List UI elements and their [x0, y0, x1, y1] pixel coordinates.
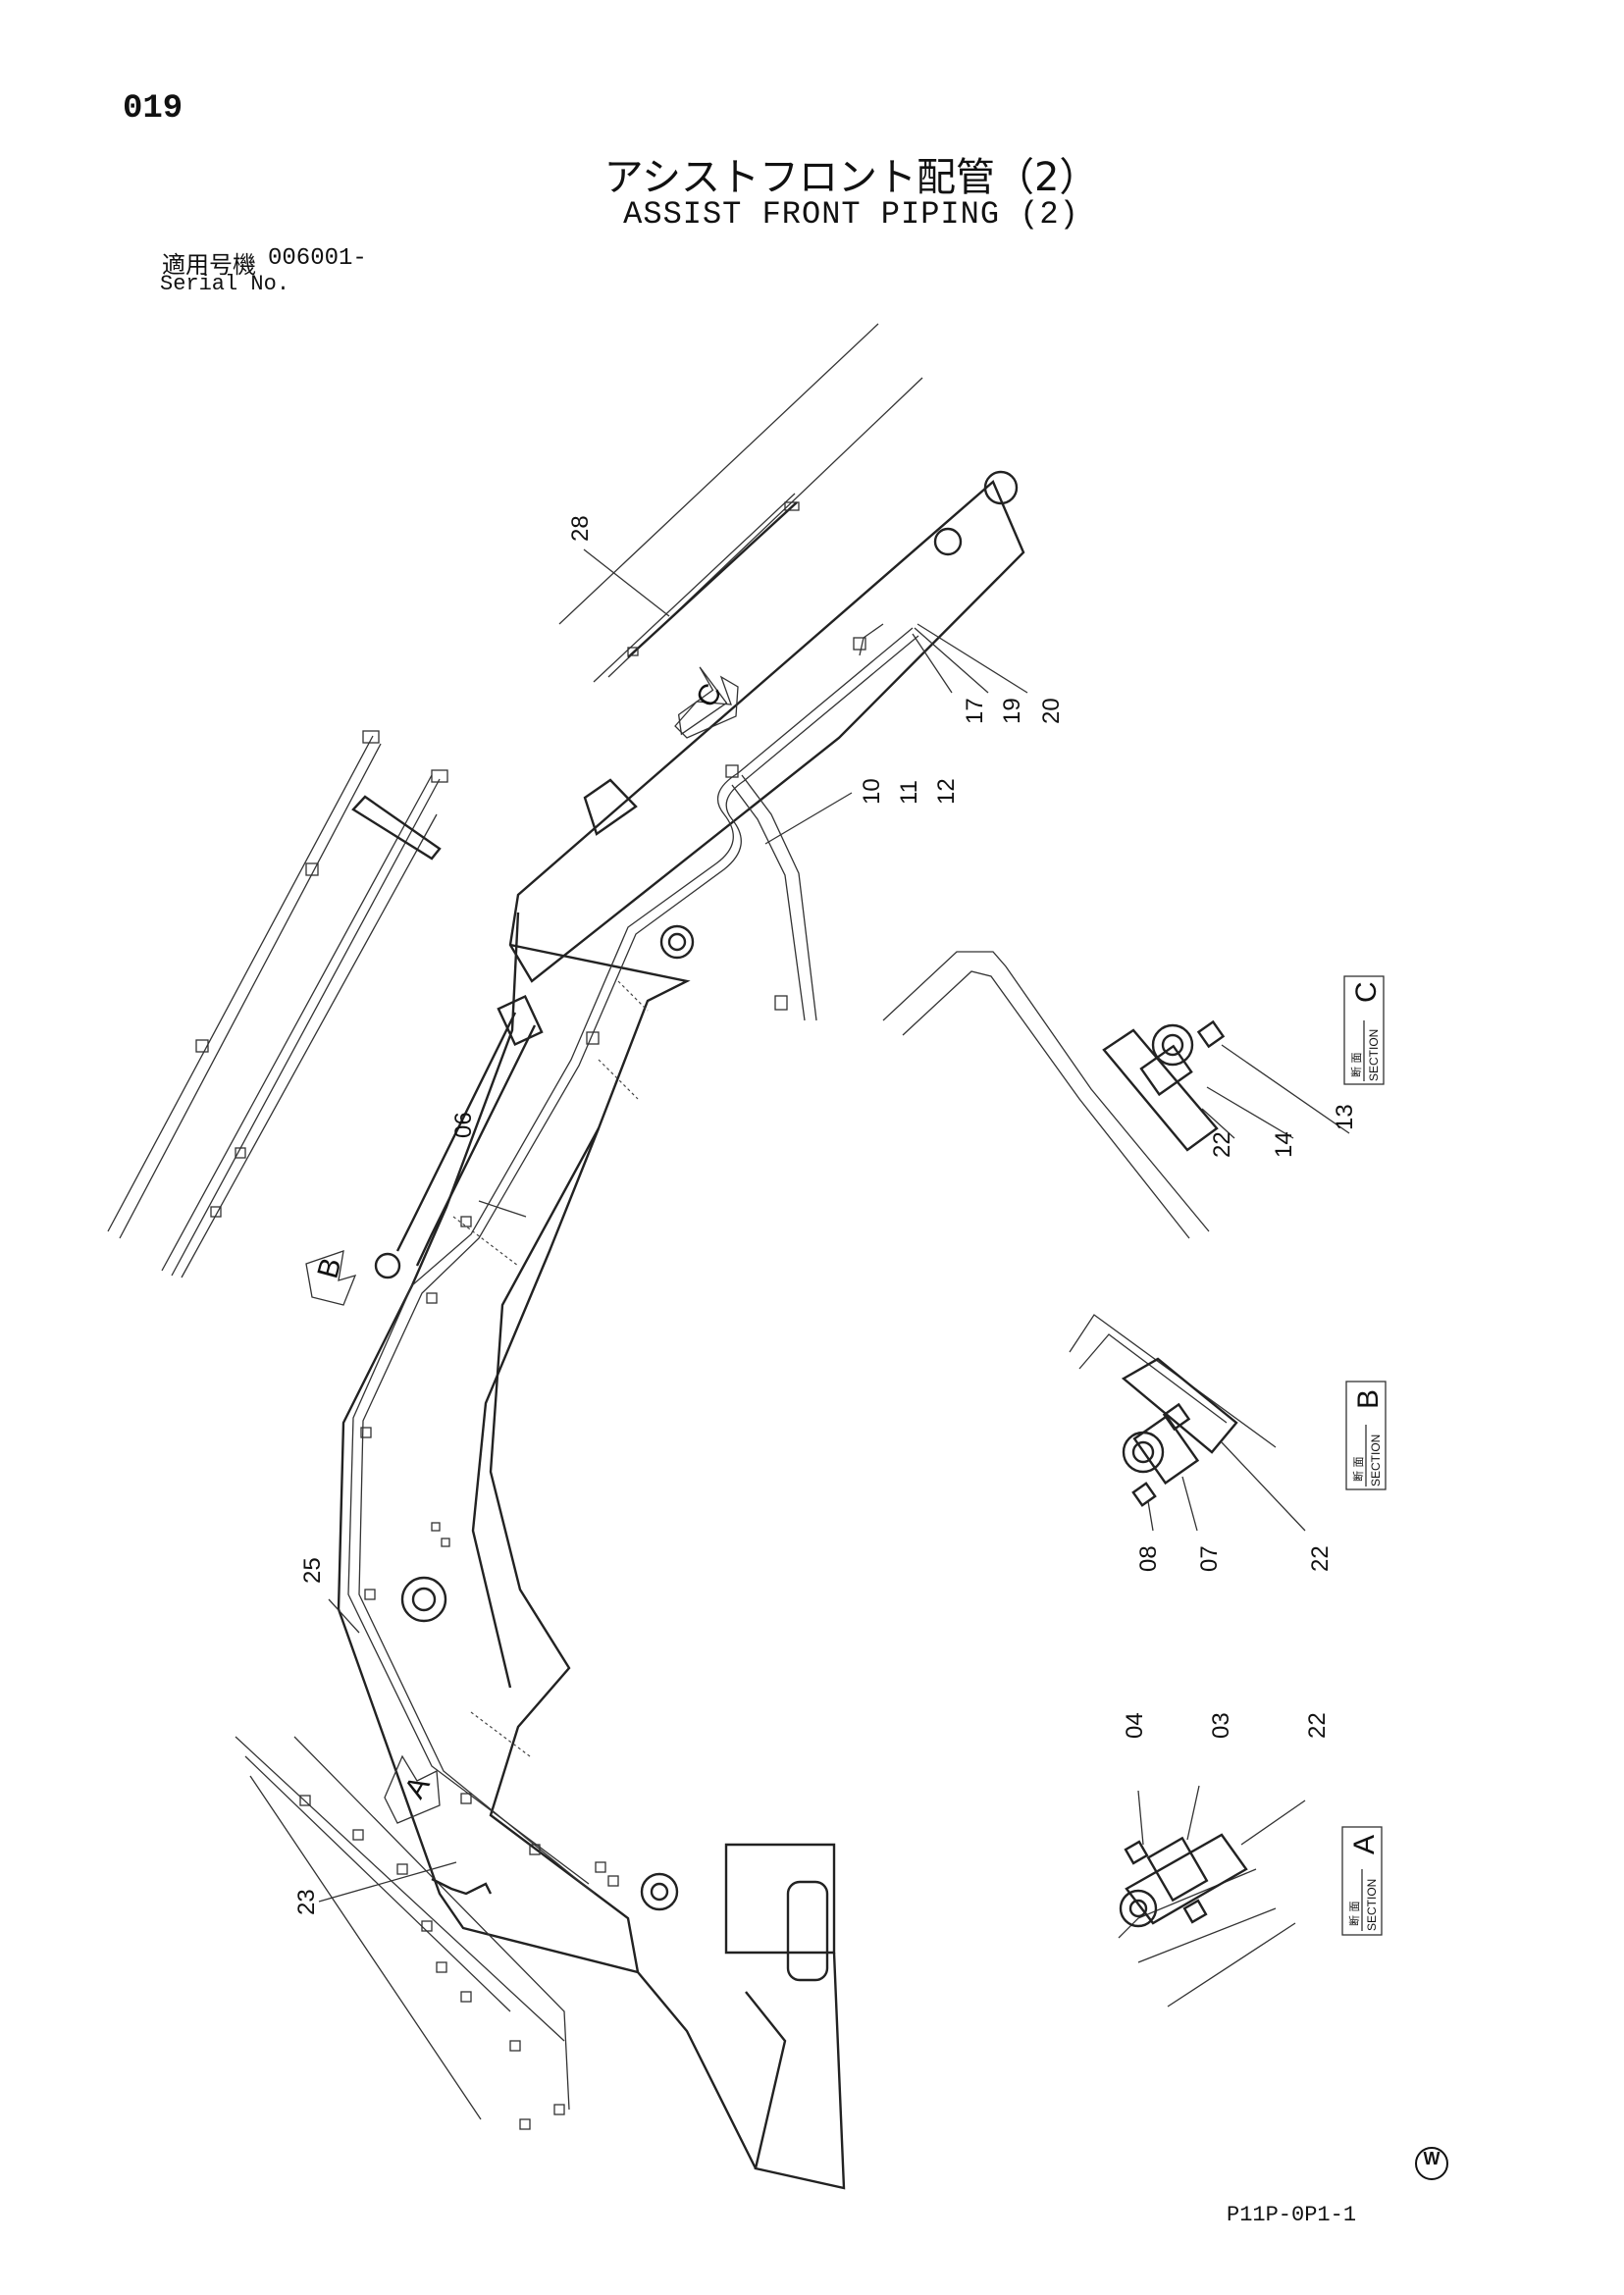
part-label-28: 28 — [567, 515, 594, 542]
part-label-06: 06 — [450, 1112, 477, 1138]
section-a-label-jp: 断 面 — [1347, 1902, 1361, 1927]
part-label-20: 20 — [1038, 698, 1065, 724]
boom-arm-assembly — [337, 470, 1025, 2190]
section-c-label-22: 22 — [1209, 1131, 1235, 1158]
boom-foot-detail-view — [235, 1736, 570, 2130]
section-c-label-13: 13 — [1332, 1104, 1358, 1130]
part-label-23: 23 — [293, 1889, 320, 1915]
part-label-10: 10 — [859, 778, 885, 805]
serial-label-japanese: 適用号機 — [162, 251, 256, 279]
section-b-label-08: 08 — [1135, 1545, 1162, 1572]
section-a-letter: A — [1348, 1835, 1381, 1854]
section-c-letter: C — [1350, 981, 1383, 1003]
section-b-label-jp: 断 面 — [1351, 1457, 1365, 1483]
view-label-a: A — [398, 1771, 437, 1804]
section-a-label-04: 04 — [1122, 1712, 1148, 1739]
drawing-code: P11P-0P1-1 — [1227, 2203, 1357, 2227]
section-c-tag-box — [1343, 975, 1385, 1085]
section-b-detail: 08 07 22 B 断 面 SECTION — [1069, 1314, 1387, 1572]
part-label-11: 11 — [896, 780, 922, 805]
view-arrow-c: C — [674, 666, 739, 739]
page-number: 019 — [123, 90, 183, 128]
section-a-tag-box — [1341, 1826, 1383, 1936]
section-c-detail: 22 14 13 C 断 面 SECTION — [882, 951, 1385, 1239]
title-japanese: アシストフロント配管（2） — [603, 155, 1099, 200]
section-b-label-22: 22 — [1307, 1545, 1334, 1572]
section-c-label-14: 14 — [1271, 1131, 1297, 1158]
view-arrow-b: B — [305, 1250, 357, 1306]
section-b-tag-box — [1345, 1381, 1387, 1490]
part-label-25: 25 — [299, 1557, 326, 1584]
section-c-label-jp: 断 面 — [1349, 1053, 1363, 1078]
serial-number-value: 006001- — [268, 245, 367, 272]
section-a-label-03: 03 — [1208, 1712, 1234, 1739]
serial-label-english: Serial No. — [160, 272, 290, 296]
part-label-19: 19 — [999, 698, 1025, 724]
section-b-label-en: SECTION — [1369, 1434, 1383, 1487]
section-cut-lines — [452, 980, 649, 1757]
part-leaders — [318, 548, 1028, 1903]
section-b-letter: B — [1352, 1389, 1385, 1409]
title-english: ASSIST FRONT PIPING (2) — [623, 196, 1079, 233]
part-label-17: 17 — [962, 698, 988, 724]
section-a-label-en: SECTION — [1365, 1879, 1379, 1931]
arm-detail-view — [558, 323, 923, 683]
section-c-label-en: SECTION — [1367, 1029, 1381, 1081]
part-label-12: 12 — [933, 778, 960, 805]
section-b-label-07: 07 — [1196, 1545, 1223, 1572]
section-a-detail: 04 03 22 A 断 面 SECTION — [1118, 1712, 1383, 2008]
revision-mark: W — [1415, 2147, 1448, 2180]
section-a-label-22: 22 — [1304, 1712, 1331, 1739]
boom-side-detail-view — [107, 730, 448, 1278]
assist-piping-lines — [347, 623, 919, 1895]
